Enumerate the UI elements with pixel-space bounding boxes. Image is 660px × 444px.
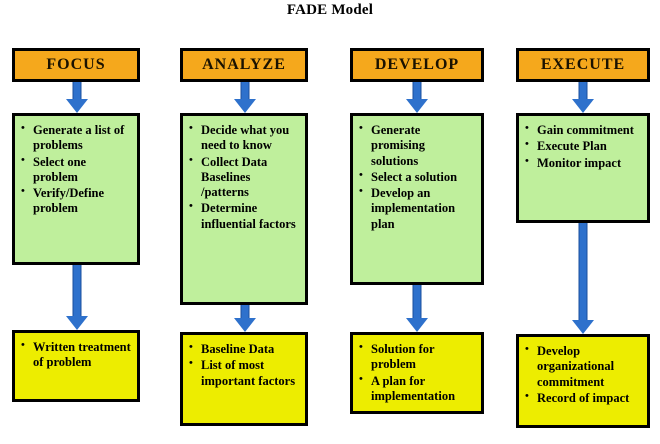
process-list-develop: Generate promising solutions Select a so… (359, 122, 475, 232)
list-item: Execute Plan (525, 138, 641, 154)
arrow-develop-header-to-process (406, 82, 428, 113)
list-item: Verify/Define problem (21, 185, 131, 217)
list-item: Record of impact (525, 390, 641, 406)
process-box-develop: Generate promising solutions Select a so… (350, 113, 484, 285)
header-box-develop[interactable]: DEVELOP (350, 48, 484, 82)
output-list-execute: Develop organizational commitment Record… (525, 343, 641, 406)
process-list-analyze: Decide what you need to know Collect Dat… (189, 122, 299, 232)
arrow-execute-process-to-output (572, 223, 594, 334)
header-box-analyze[interactable]: ANALYZE (180, 48, 308, 82)
list-item: Develop an implementation plan (359, 185, 475, 232)
list-item: Decide what you need to know (189, 122, 299, 154)
list-item: Develop organizational commitment (525, 343, 641, 390)
page-title: FADE Model (286, 2, 374, 18)
output-box-focus: Written treatment of problem (12, 330, 140, 402)
output-box-execute: Develop organizational commitment Record… (516, 334, 650, 428)
list-item: Written treatment of problem (21, 339, 131, 371)
header-box-focus[interactable]: FOCUS (12, 48, 140, 82)
header-box-execute[interactable]: EXECUTE (516, 48, 650, 82)
list-item: Gain commitment (525, 122, 641, 138)
process-box-analyze: Decide what you need to know Collect Dat… (180, 113, 308, 305)
list-item: Baseline Data (189, 341, 299, 357)
list-item: Generate promising solutions (359, 122, 475, 169)
output-list-develop: Solution for problem A plan for implemen… (359, 341, 475, 405)
list-item: List of most important factors (189, 357, 299, 389)
arrow-analyze-process-to-output (234, 305, 256, 332)
output-box-analyze: Baseline Data List of most important fac… (180, 332, 308, 426)
list-item: Generate a list of problems (21, 122, 131, 154)
list-item: A plan for implementation (359, 373, 475, 405)
arrow-focus-header-to-process (66, 82, 88, 113)
arrow-analyze-header-to-process (234, 82, 256, 113)
list-item: Solution for problem (359, 341, 475, 373)
arrow-focus-process-to-output (66, 265, 88, 330)
arrow-develop-process-to-output (406, 285, 428, 332)
process-box-focus: Generate a list of problems Select one p… (12, 113, 140, 265)
output-list-focus: Written treatment of problem (21, 339, 131, 371)
process-box-execute: Gain commitment Execute Plan Monitor imp… (516, 113, 650, 223)
list-item: Select a solution (359, 169, 475, 185)
list-item: Determine influential factors (189, 200, 299, 232)
process-list-execute: Gain commitment Execute Plan Monitor imp… (525, 122, 641, 171)
list-item: Monitor impact (525, 154, 641, 171)
process-list-focus: Generate a list of problems Select one p… (21, 122, 131, 217)
output-list-analyze: Baseline Data List of most important fac… (189, 341, 299, 389)
arrow-execute-header-to-process (572, 82, 594, 113)
output-box-develop: Solution for problem A plan for implemen… (350, 332, 484, 414)
list-item: Collect Data Baselines /patterns (189, 154, 299, 201)
list-item: Select one problem (21, 154, 131, 186)
